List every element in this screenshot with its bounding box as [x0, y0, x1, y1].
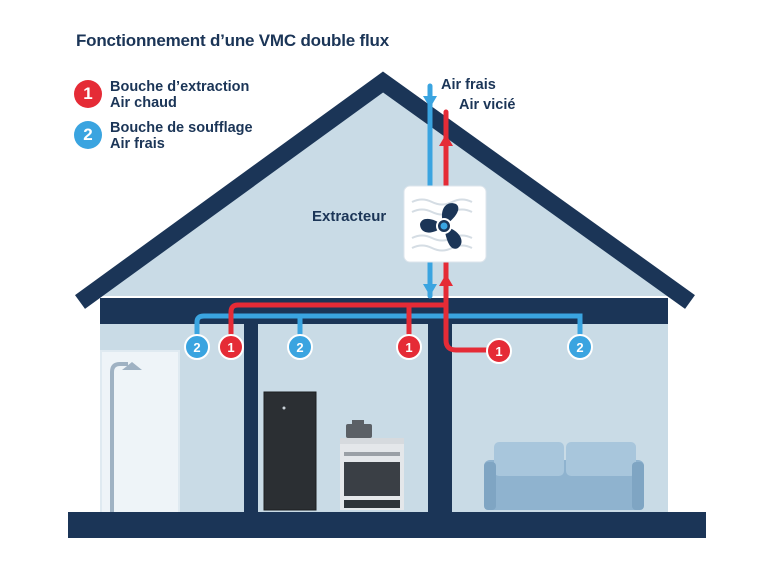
- legend-line2: Air frais: [110, 136, 165, 152]
- extract-ducts: [228, 109, 495, 353]
- attic-wall: [100, 92, 670, 296]
- legend-text-supply: Bouche de soufflage Air frais: [110, 120, 253, 152]
- legend-line1: Bouche de soufflage: [110, 120, 253, 136]
- stale-air-arrow-top: [439, 134, 453, 146]
- legend-item-supply: 2 Bouche de soufflage Air frais: [74, 120, 253, 152]
- sofa-icon: [484, 442, 644, 510]
- fresh-air-label: Air frais: [441, 77, 496, 93]
- stove-icon: [340, 420, 404, 510]
- extract-vent: 1: [486, 338, 512, 364]
- supply-vent: 2: [184, 334, 210, 360]
- floor: [68, 512, 706, 538]
- stale-air-arrow-bottom: [439, 274, 453, 286]
- fresh-air-arrow-bottom: [423, 284, 437, 296]
- column-center: [428, 322, 452, 514]
- extractor-label: Extracteur: [312, 208, 387, 225]
- legend-badge-2: 2: [74, 121, 102, 149]
- stale-air-label: Air vicié: [459, 97, 516, 113]
- fresh-air-arrow-top: [423, 96, 437, 108]
- ceiling-beam: [100, 298, 668, 324]
- supply-vent: 2: [567, 334, 593, 360]
- page-title: Fonctionnement d’une VMC double flux: [76, 31, 389, 50]
- legend-item-extraction: 1 Bouche d’extraction Air chaud: [74, 79, 249, 111]
- legend-text-extraction: Bouche d’extraction Air chaud: [110, 79, 249, 111]
- shower-panel: [102, 352, 178, 512]
- extract-vent: 1: [218, 334, 244, 360]
- fan-icon: [420, 203, 462, 249]
- column-left: [244, 322, 258, 514]
- fridge-icon: [263, 391, 317, 511]
- supply-vent: 2: [287, 334, 313, 360]
- extract-vent: 1: [396, 334, 422, 360]
- shower-icon: [110, 362, 142, 512]
- roof: [75, 71, 695, 309]
- legend-line1: Bouche d’extraction: [110, 79, 250, 95]
- legend-line2: Air chaud: [110, 95, 177, 111]
- legend-badge-1: 1: [74, 80, 102, 108]
